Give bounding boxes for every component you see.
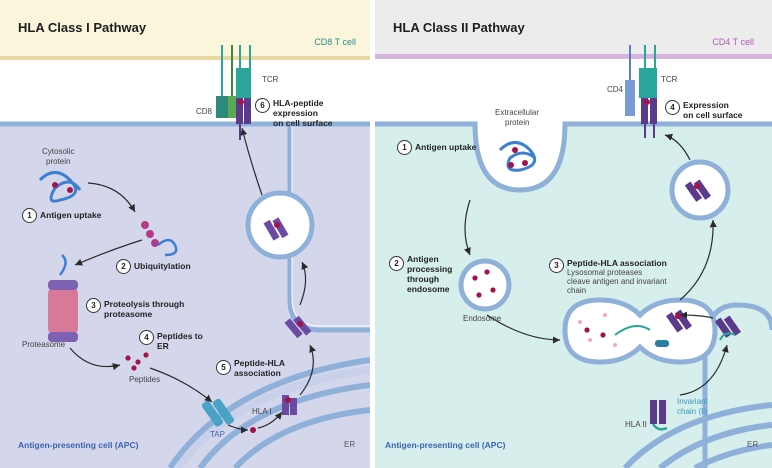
t-cell-label: CD4 T cell [712,37,754,47]
cd8-tcr-complex [216,45,251,140]
step-number-4: 4 [665,100,680,115]
proteasome [48,254,78,342]
ubiquitylated-protein [141,221,178,257]
step-3-sub-line2: cleave antigen and invariant [567,277,667,286]
hla-class-i-diagram [0,0,370,468]
step-number-2: 2 [389,256,404,271]
transport-vesicle [669,159,731,221]
step-label-2-line4: endosome [407,284,450,294]
step-number-3: 3 [549,258,564,273]
apc-label: Antigen-presenting cell (APC) [18,440,139,450]
cytosolic-protein [38,171,82,203]
step-number-2: 2 [116,259,131,274]
step-label-4-line1: Peptides to [157,331,203,341]
transport-vesicle [245,190,315,260]
invariant-chain-label-line1: Invariant [677,397,708,406]
proteasome-label: Proteasome [22,340,66,349]
step-number-5: 5 [216,360,231,375]
hla-class-ii-panel: HLA Class II Pathway CD4 T cell Extracel… [375,0,772,468]
hla-class-i-panel: HLA Class I Pathway CD8 T cell Cytosolic… [0,0,370,468]
step-label-4-line2: on cell surface [683,110,743,120]
peptides-label: Peptides [129,375,161,384]
step-label-1: Antigen uptake [40,210,102,220]
step-number-4: 4 [139,330,154,345]
endosome-label: Endosome [463,314,502,323]
cd4-tcr-complex [625,45,657,138]
cytosolic-protein-label-line2: protein [46,157,71,166]
cd4-label: CD4 [607,85,624,94]
lysosome-fusion-compartment [562,297,718,365]
hla-i-at-membrane-bud [284,315,312,339]
step-label-2-line2: processing [407,264,453,274]
step-label-6-line2: expression [273,108,318,118]
step-number-6: 6 [255,98,270,113]
step-label-4-line2: ER [157,341,169,351]
er-label: ER [747,440,759,449]
hla-class-ii-diagram [375,0,772,468]
hla-i-label: HLA I [252,407,272,416]
step-label-3-line1: Proteolysis through [104,299,185,309]
step-label-5-line2: association [234,368,281,378]
step-number-1: 1 [22,208,37,223]
step-number-1: 1 [397,140,412,155]
tap-transporter [201,398,234,427]
cytosolic-protein-label-line1: Cytosolic [42,147,75,156]
tap-label: TAP [210,430,225,439]
step-3-sub-line3: chain [567,286,587,295]
step-label-3: Peptide-HLA association [567,258,667,268]
cd8-label: CD8 [196,107,213,116]
step-label-3-line2: proteasome [104,309,153,319]
step-label-2-line1: Antigen [407,254,439,264]
step-label-4-line1: Expression [683,100,729,110]
step-label-6-line3: on cell surface [273,118,333,128]
apc-cytoplasm [375,124,772,468]
step-label-5-line1: Peptide-HLA [234,358,285,368]
endosome [458,258,512,312]
apc-label: Antigen-presenting cell (APC) [385,440,506,450]
er-label: ER [344,440,356,449]
panel-title: HLA Class II Pathway [393,20,525,35]
step-number-3: 3 [86,298,101,313]
hla-ii-molecule [650,400,668,431]
peptides [125,352,149,371]
step-3-sub-line1: Lysosomal proteases [567,268,643,277]
step-label-1: Antigen uptake [415,142,477,152]
t-cell-label: CD8 T cell [314,37,356,47]
hla-ii-label: HLA II [625,420,647,429]
tcr-label: TCR [661,75,678,84]
extracellular-protein-label-line2: protein [505,118,530,127]
extracellular-protein [498,141,537,172]
step-label-6-line1: HLA-peptide [273,98,324,108]
hla-i-molecule [282,395,297,415]
hla-ii-invariant-chain-vesicle [714,315,742,341]
step-label-2-line3: through [407,274,440,284]
invariant-chain-label-line2: chain (Ii) [677,407,708,416]
panel-title: HLA Class I Pathway [18,20,147,35]
tcr-label: TCR [262,75,279,84]
step-label-2: Ubiquitylation [134,261,191,271]
extracellular-protein-label-line1: Extracellular [495,108,540,117]
